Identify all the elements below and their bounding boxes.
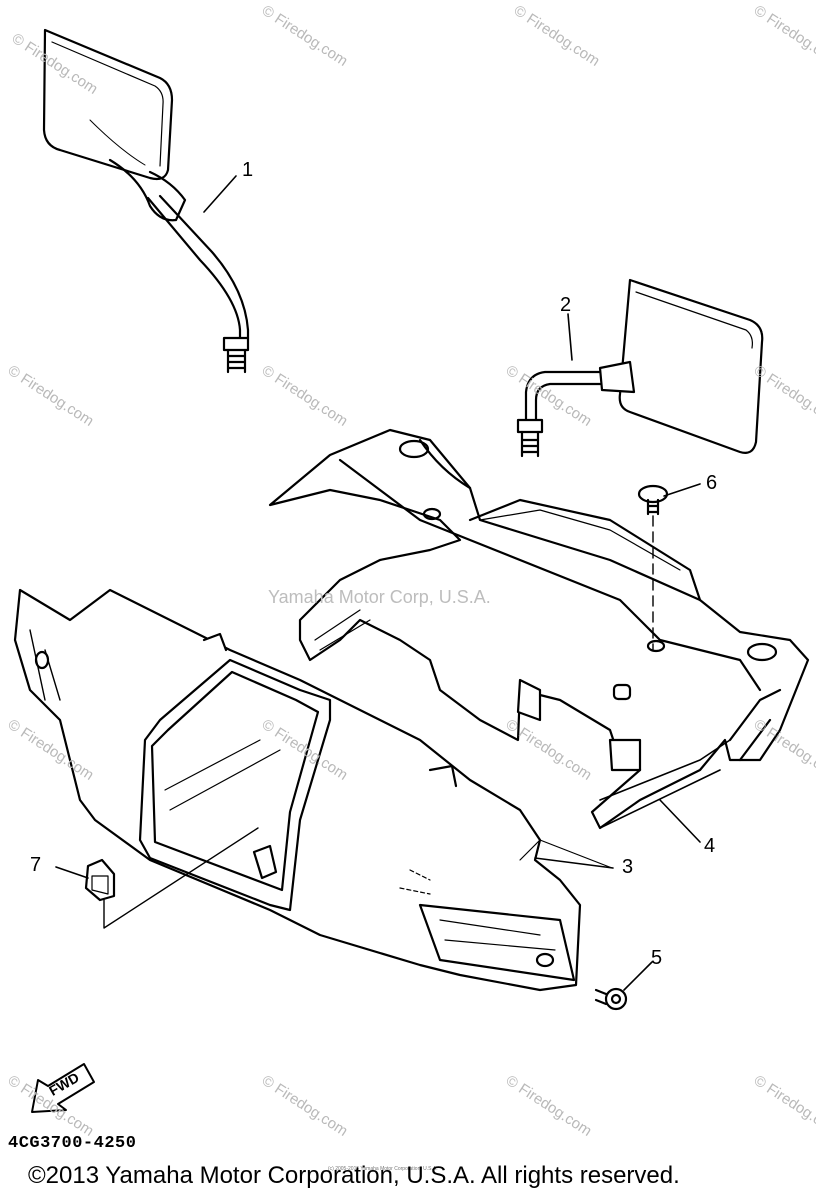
callout-2: 2 (560, 294, 572, 316)
callout-3: 3 (622, 856, 634, 878)
watermark-center: Yamaha Motor Corp, U.S.A. (268, 587, 491, 607)
part-code: 4CG3700-4250 (8, 1134, 137, 1153)
copyright-notice: ©2013 Yamaha Motor Corporation, U.S.A. A… (28, 1162, 680, 1189)
leader-lines (55, 175, 701, 991)
screw-6 (637, 484, 669, 651)
bolt-5 (594, 987, 628, 1011)
mirror-right (516, 278, 764, 458)
mirror-left (42, 28, 250, 374)
callout-4: 4 (704, 835, 716, 857)
fwd-arrow-icon (31, 1063, 95, 1113)
nut-7 (84, 827, 259, 929)
tiny-copyright: (c) 2005-2015 Yamaha Motor Corporation, … (328, 1166, 438, 1172)
rear-bracket (268, 428, 810, 830)
callout-6: 6 (706, 472, 718, 494)
callout-1: 1 (242, 159, 254, 181)
front-cover (13, 588, 613, 992)
callout-7: 7 (30, 854, 42, 876)
callout-5: 5 (651, 947, 663, 969)
